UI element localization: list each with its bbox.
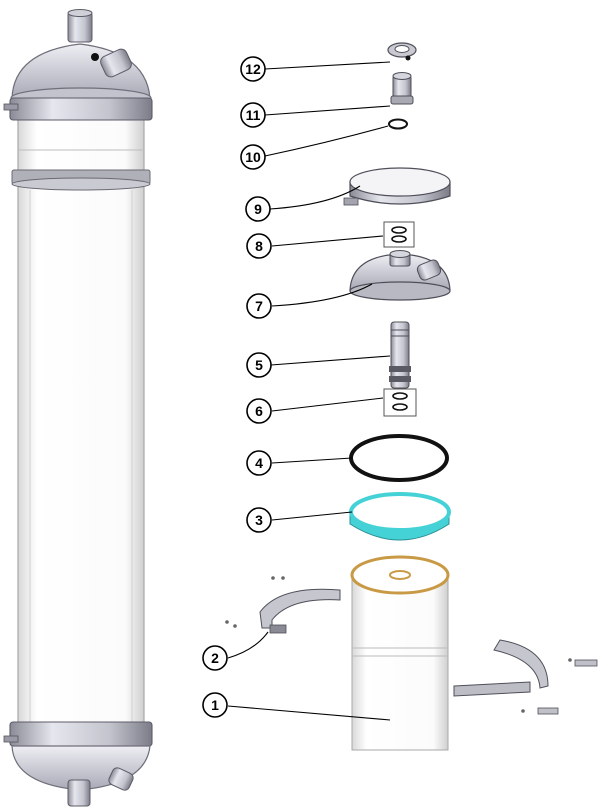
callout-2: 2: [202, 645, 228, 671]
part-10-small-oring: [388, 118, 408, 130]
housing-tube: [17, 117, 145, 737]
vent-plug-icon: [91, 53, 99, 61]
bottom-outlet-nozzle: [67, 779, 91, 807]
leader-4: [271, 457, 353, 464]
top-clamp-band: [9, 97, 153, 121]
part-8-oring-pair: [383, 221, 415, 248]
callout-label: 10: [245, 149, 261, 165]
leader-2: [227, 631, 269, 659]
bottom-side-port: [108, 767, 134, 791]
callout-11: 11: [240, 102, 266, 128]
part-11-sleeve: [390, 72, 414, 105]
callout-label: 12: [245, 61, 261, 77]
part-7-dome-cap: [349, 250, 451, 301]
callout-7: 7: [246, 293, 272, 319]
top-clamp-bolt: [3, 103, 19, 111]
top-outlet-opening: [67, 9, 93, 17]
leader-6: [271, 397, 384, 412]
callout-5: 5: [246, 352, 272, 378]
screw-dot-icon: [271, 576, 275, 580]
bottom-clamp-band: [9, 721, 153, 747]
leader-1: [227, 705, 391, 721]
callout-label: 11: [246, 107, 261, 123]
fitting-dot-icon: [405, 55, 411, 61]
screw-dot-icon: [233, 624, 237, 628]
part-12-cap-fitting: [387, 42, 417, 61]
callout-label: 3: [255, 512, 263, 528]
callout-label: 4: [255, 455, 263, 471]
part-2-half-clamp-left: [225, 576, 341, 634]
bolt-icon: [574, 659, 598, 667]
callout-label: 6: [255, 403, 263, 419]
callout-3: 3: [246, 507, 272, 533]
leader-12: [264, 61, 391, 70]
top-side-port: [100, 48, 132, 78]
part-6-oring-pair: [383, 388, 417, 417]
callout-10: 10: [240, 144, 266, 170]
assembled-housing: [3, 9, 153, 807]
screw-dot-icon: [521, 709, 525, 713]
part-3-cyan-band: [349, 492, 451, 541]
screw-dot-icon: [281, 576, 285, 580]
part-4-large-oring: [349, 434, 449, 482]
part-9-clamp-ring: [343, 167, 451, 206]
leader-11: [264, 105, 391, 116]
leader-lines: [227, 61, 391, 721]
part-5-threaded-shaft: [389, 321, 411, 389]
callout-label: 5: [255, 357, 263, 373]
callout-8: 8: [246, 233, 272, 259]
leader-3: [271, 511, 353, 521]
callout-label: 2: [211, 650, 219, 666]
leader-7: [271, 283, 373, 307]
bolt-icon: [537, 707, 559, 715]
leader-5: [270, 355, 391, 366]
screw-dot-icon: [225, 620, 229, 624]
part-1-filter-cartridge: [350, 555, 450, 751]
callout-1: 1: [202, 692, 228, 718]
part-2-half-clamp-right: [453, 639, 598, 715]
callout-label: 9: [254, 201, 262, 217]
screw-dot-icon: [568, 658, 572, 662]
callout-label: 8: [255, 238, 263, 254]
bottom-clamp-bolt: [3, 735, 19, 743]
leader-8: [271, 235, 384, 247]
upper-flange-rim: [11, 177, 151, 191]
leader-10: [264, 125, 389, 157]
callout-9: 9: [245, 196, 271, 222]
callout-12: 12: [240, 56, 266, 82]
callout-label: 7: [255, 298, 263, 314]
callout-6: 6: [246, 398, 272, 424]
callout-label: 1: [211, 697, 219, 713]
callout-4: 4: [246, 450, 272, 476]
leader-9: [269, 185, 361, 210]
